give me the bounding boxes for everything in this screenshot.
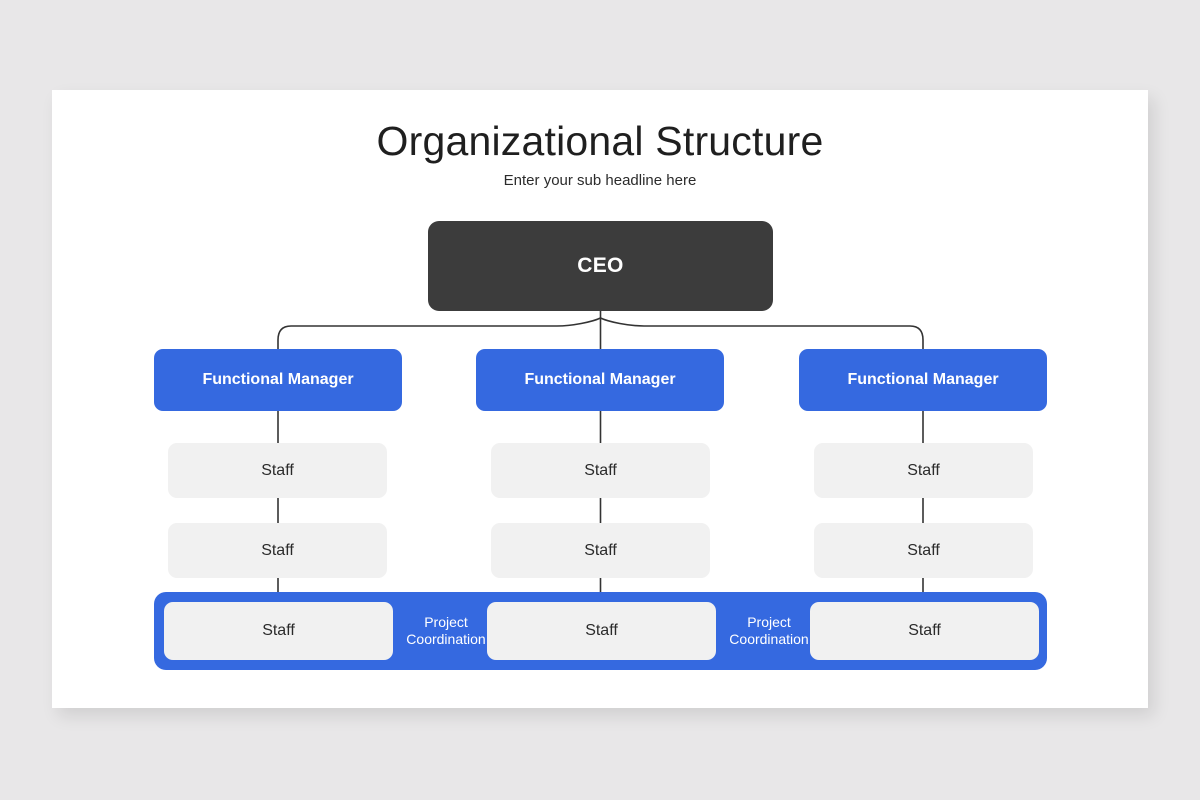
coordination-label-2-line-1: Project xyxy=(747,614,791,630)
project-coordination-label-1: Project Coordination xyxy=(397,602,495,660)
coordination-label-1-line-1: Project xyxy=(424,614,468,630)
node-functional-manager-3[interactable]: Functional Manager xyxy=(799,349,1047,411)
page-title: Organizational Structure xyxy=(376,118,824,164)
slide-card: Organizational Structure Enter your sub … xyxy=(52,90,1148,708)
node-staff-col3-row1[interactable]: Staff xyxy=(814,443,1033,498)
node-staff-col2-row1[interactable]: Staff xyxy=(491,443,710,498)
connector-ceo-to-manager-3 xyxy=(600,317,924,349)
node-staff-col3-row3[interactable]: Staff xyxy=(810,602,1039,660)
node-ceo[interactable]: CEO xyxy=(428,221,773,311)
node-staff-col1-row3[interactable]: Staff xyxy=(164,602,393,660)
node-functional-manager-2[interactable]: Functional Manager xyxy=(476,349,724,411)
node-staff-col1-row1[interactable]: Staff xyxy=(168,443,387,498)
org-chart: CEO Functional Manager Functional Manage… xyxy=(52,90,1148,708)
node-staff-col2-row2[interactable]: Staff xyxy=(491,523,710,578)
node-staff-col3-row2[interactable]: Staff xyxy=(814,523,1033,578)
node-functional-manager-1[interactable]: Functional Manager xyxy=(154,349,402,411)
node-staff-col2-row3[interactable]: Staff xyxy=(487,602,716,660)
page-subtitle: Enter your sub headline here xyxy=(503,172,697,189)
coordination-label-2-line-2: Coordination xyxy=(729,631,809,647)
connector-ceo-to-manager-1 xyxy=(277,317,601,349)
coordination-label-1-line-2: Coordination xyxy=(406,631,486,647)
node-staff-col1-row2[interactable]: Staff xyxy=(168,523,387,578)
project-coordination-label-2: Project Coordination xyxy=(720,602,818,660)
